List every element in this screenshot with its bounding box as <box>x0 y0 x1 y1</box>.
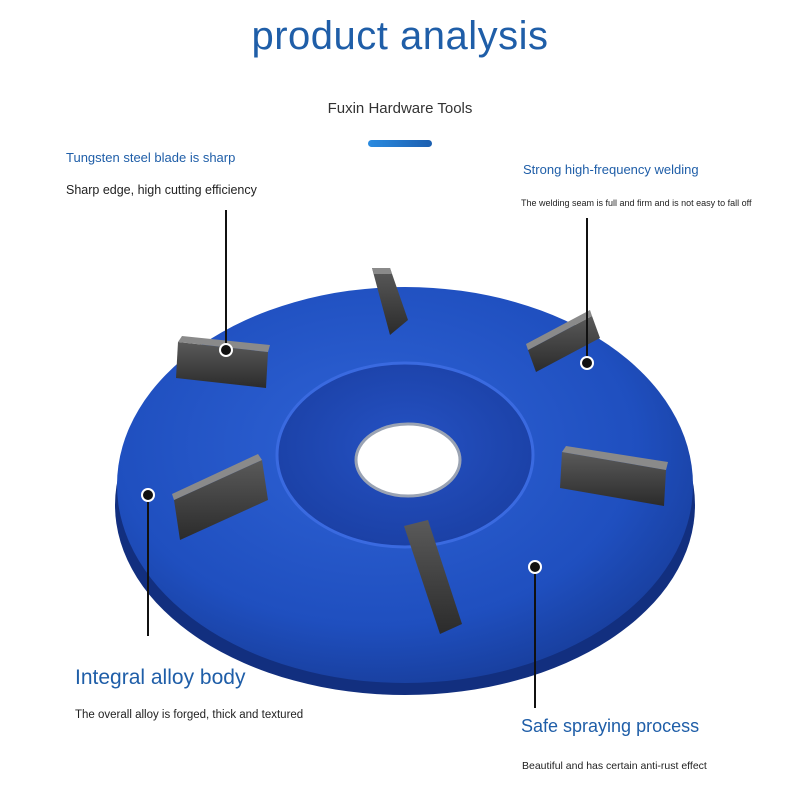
disc-center-hole <box>354 422 462 498</box>
blade-5 <box>404 520 462 634</box>
feature-body-description: The overall alloy is forged, thick and t… <box>75 709 304 721</box>
blade-6 <box>172 454 268 540</box>
feature-body-title: Integral alloy body <box>75 666 246 689</box>
feature-welding-description: The welding seam is full and firm and is… <box>521 198 752 208</box>
feature-blade-description: Sharp edge, high cutting efficiency <box>66 183 257 197</box>
blade-2 <box>372 268 408 335</box>
callout-dot-welding <box>580 356 594 370</box>
blade-4 <box>560 446 668 506</box>
title-accent-bar <box>368 140 432 147</box>
blade-3 <box>526 310 600 372</box>
callout-dot-blade <box>219 343 233 357</box>
feature-blade-title: Tungsten steel blade is sharp <box>66 150 236 165</box>
feature-welding-title: Strong high-frequency welding <box>523 162 699 177</box>
page-title: product analysis <box>251 14 549 58</box>
callout-dot-body <box>141 488 155 502</box>
feature-spraying-description: Beautiful and has certain anti-rust effe… <box>522 760 707 772</box>
brand-subtitle: Fuxin Hardware Tools <box>327 100 473 117</box>
callout-dot-spraying <box>528 560 542 574</box>
feature-spraying-title: Safe spraying process <box>521 716 700 736</box>
